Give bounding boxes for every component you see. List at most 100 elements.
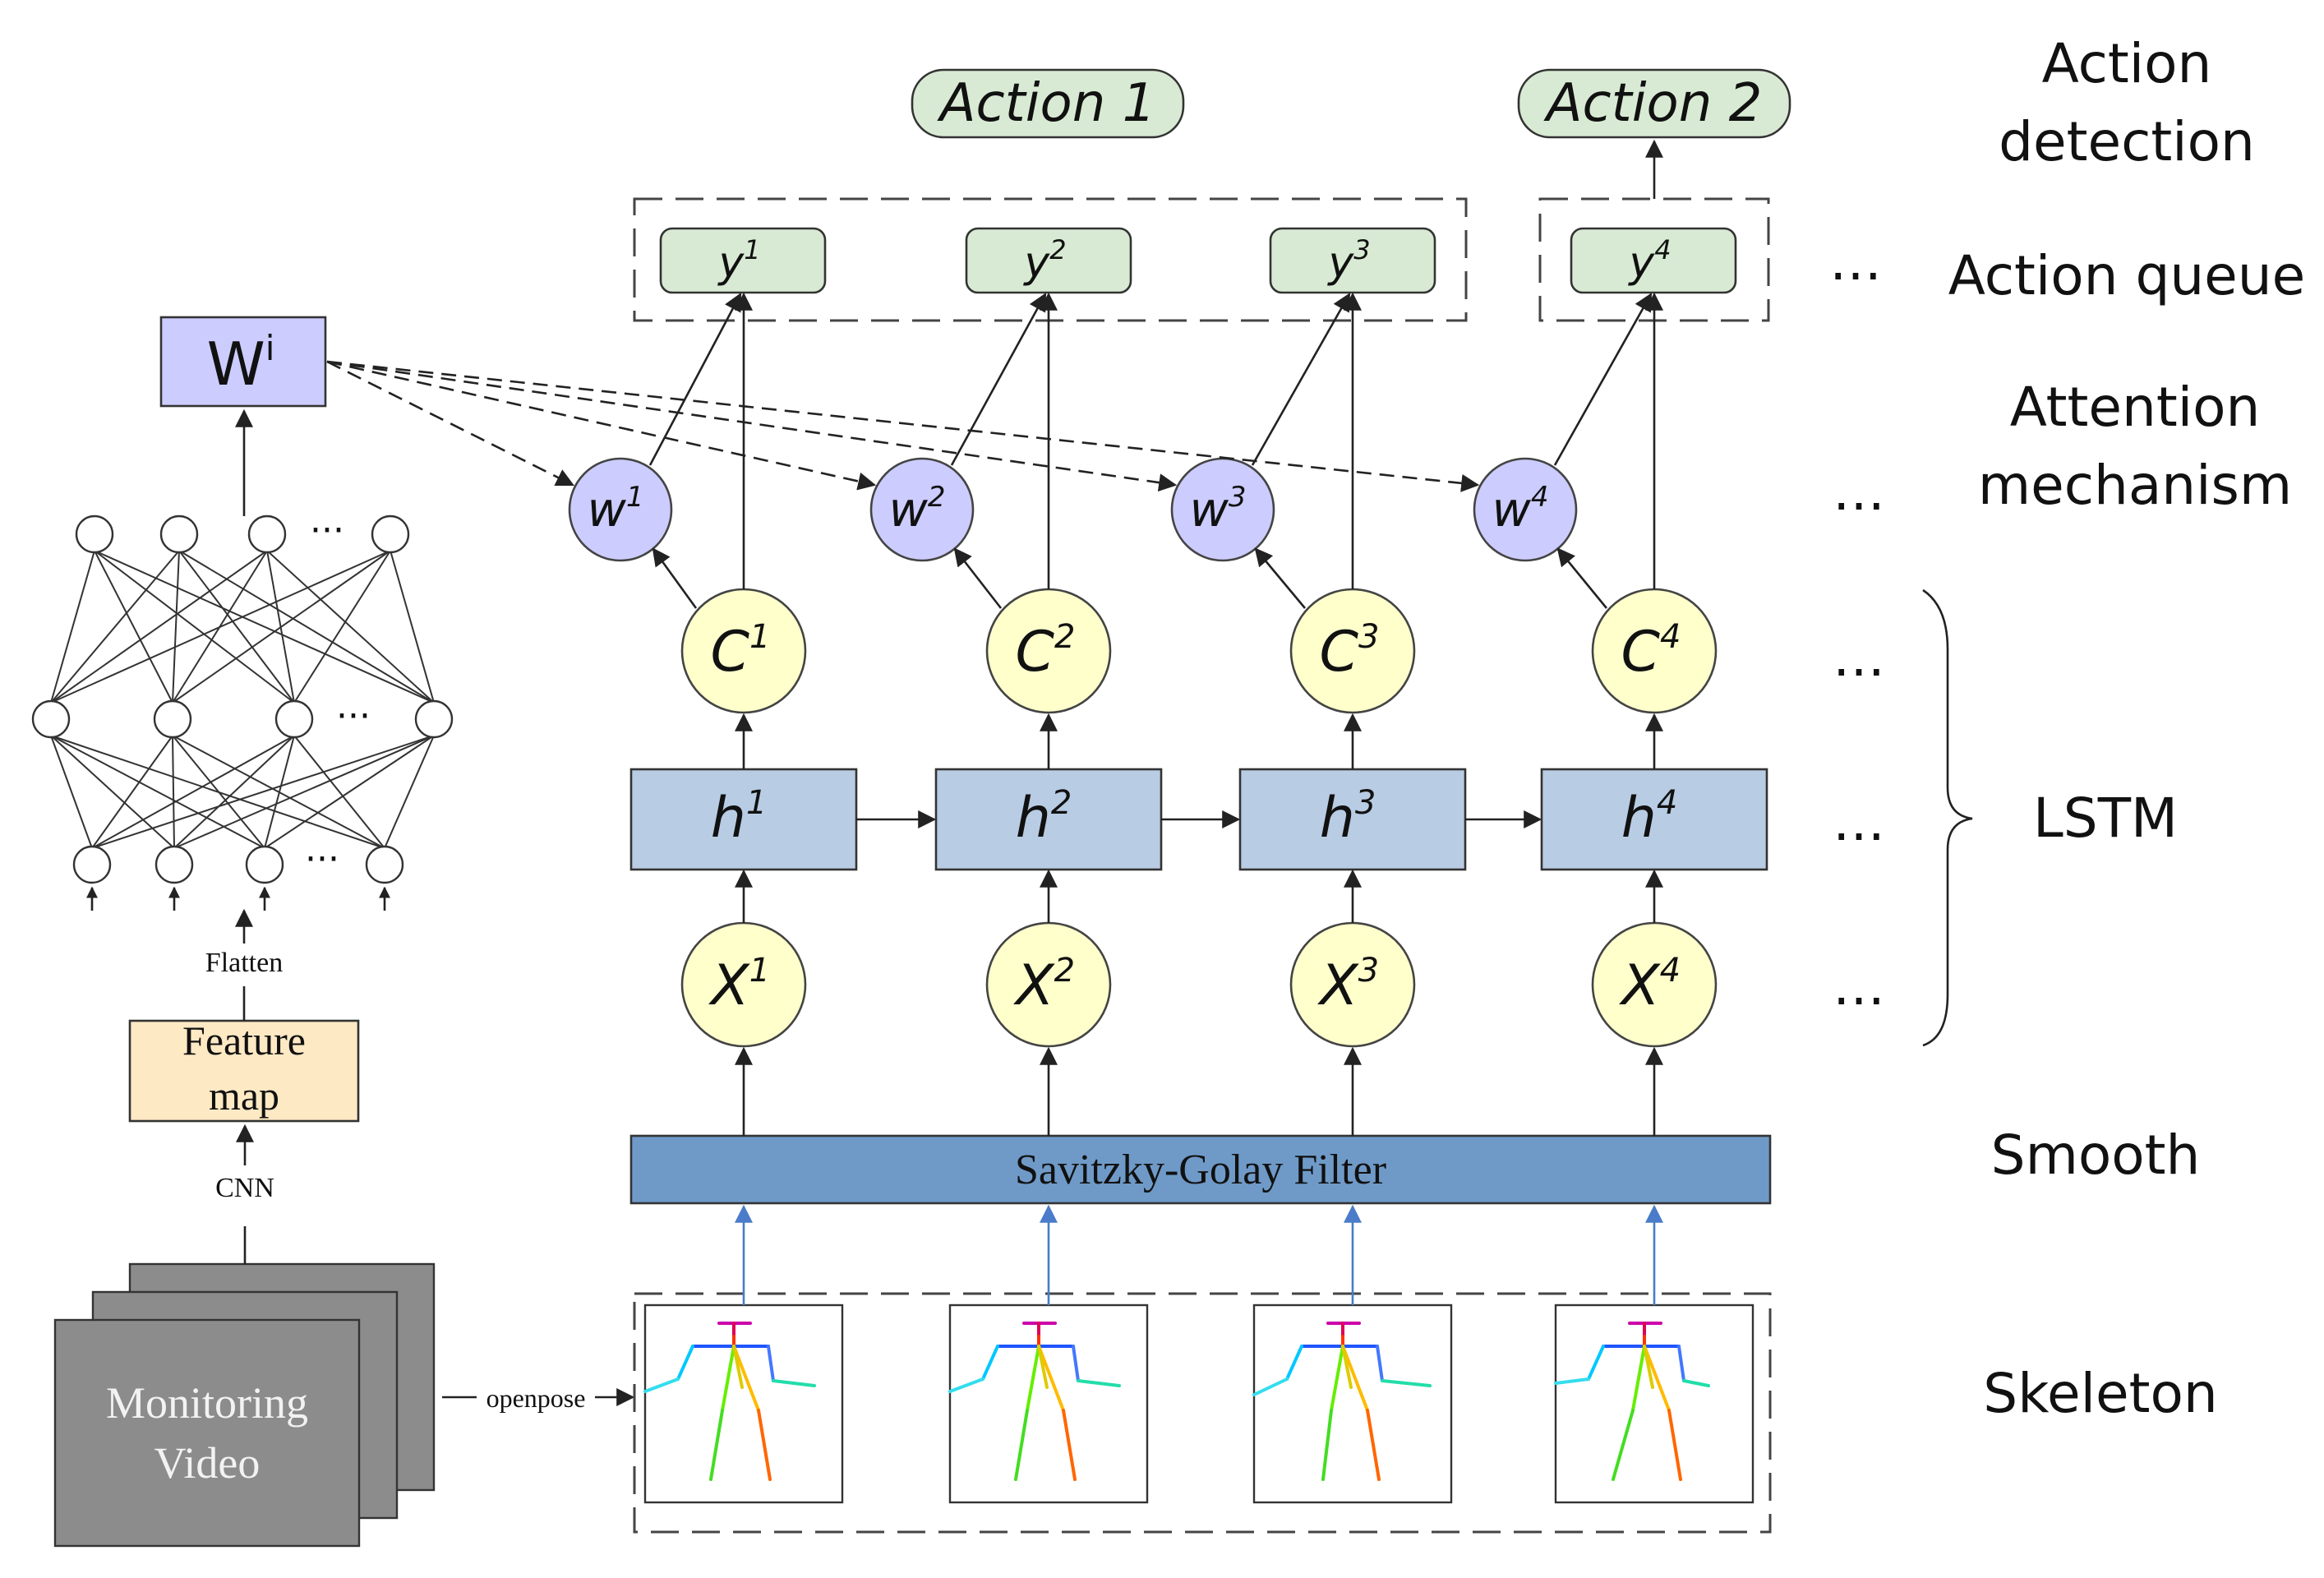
c-label-3: C3	[1320, 618, 1380, 685]
y-label-2: y2	[1022, 234, 1066, 288]
skeleton-limb	[1631, 1345, 1646, 1412]
ellipsis-h: …	[1833, 792, 1885, 853]
y-label-1: y1	[717, 234, 760, 288]
x-label-2-sup: 2	[1054, 952, 1075, 990]
ellipsis-attention: …	[1833, 462, 1885, 523]
label-action-queue: Action queue	[1948, 244, 2305, 307]
y-label-2-sup: 2	[1049, 234, 1066, 265]
monitoring-video-stack: Monitoring Video	[53, 1262, 436, 1548]
y-label-3: y3	[1326, 234, 1370, 288]
nn-edge	[390, 550, 435, 704]
c-label-3-base: C	[1320, 620, 1359, 685]
w-label-4-base: w	[1492, 482, 1531, 538]
skeleton-limb	[1341, 1345, 1353, 1389]
nn-edge	[50, 550, 391, 704]
nn-edge	[94, 550, 435, 704]
skeleton-limb	[1072, 1345, 1080, 1382]
nn-node	[153, 699, 192, 739]
video-label-line1: Monitoring	[106, 1378, 308, 1428]
y-label-3-base: y	[1326, 238, 1354, 288]
skeleton-limb	[676, 1345, 694, 1381]
skeleton-limb	[732, 1345, 760, 1412]
nn-node	[75, 514, 114, 554]
skeleton-frame-3	[1252, 1303, 1453, 1504]
y-label-1-base: y	[717, 238, 745, 288]
label-lstm: LSTM	[2033, 787, 2178, 850]
nn-edge	[172, 550, 391, 704]
arrow-w-to-y	[1553, 293, 1653, 466]
attention-node-2	[869, 457, 975, 562]
ellipsis-x: …	[1833, 957, 1885, 1017]
nn-ellipsis-bottom: ···	[305, 838, 339, 880]
c-label-1: C1	[711, 618, 771, 685]
feature-map-line1: Feature	[182, 1017, 306, 1064]
action-queue-group-1	[633, 197, 1468, 322]
arrow-w-to-y	[1251, 293, 1351, 466]
attention-dashed-arrows	[326, 360, 1480, 492]
y-label-2-base: y	[1022, 238, 1050, 288]
skeleton-limb	[1062, 1409, 1077, 1481]
skeleton-figure-3	[1252, 1322, 1432, 1481]
skeleton-figure-4	[1554, 1322, 1710, 1481]
x-label-1: X1	[708, 952, 770, 1018]
arrow-c-to-w	[652, 547, 698, 609]
nn-edge	[50, 735, 93, 849]
skeleton-limb	[1643, 1345, 1671, 1412]
skeleton-limb	[1037, 1345, 1065, 1412]
nn-ellipsis-middle: ···	[336, 695, 371, 737]
filter-label: Savitzky-Golay Filter	[1015, 1147, 1386, 1193]
nn-edge	[91, 735, 435, 849]
nn-edge	[266, 550, 435, 704]
y-label-4-sup: 4	[1654, 234, 1671, 265]
c-label-4-sup: 4	[1660, 618, 1681, 656]
label-action-detection-line1: Action	[2042, 32, 2212, 95]
skeleton-limb	[1643, 1345, 1654, 1389]
h-label-3-base: h	[1320, 786, 1355, 851]
nn-edge	[173, 735, 435, 849]
nn-edge	[50, 550, 180, 704]
c-label-4: C4	[1621, 618, 1681, 685]
h-label-1-sup: 1	[746, 784, 767, 822]
x-label-4: X4	[1619, 952, 1681, 1018]
w-label-2: w2	[888, 481, 945, 538]
cnn-label: CNN	[215, 1173, 274, 1203]
nn-node	[31, 699, 71, 739]
skeleton-limb	[948, 1377, 984, 1393]
nn-node	[414, 699, 454, 739]
nn-node	[159, 514, 199, 554]
label-skeleton: Skeleton	[1983, 1362, 2217, 1425]
c-label-4-base: C	[1621, 620, 1661, 685]
c-label-1-base: C	[711, 620, 750, 685]
nn-node	[247, 514, 287, 554]
x-label-3-base: X	[1317, 953, 1359, 1018]
w-label-4: w4	[1492, 481, 1548, 538]
nn-edge	[293, 735, 385, 849]
y-label-1-sup: 1	[744, 234, 760, 265]
skeleton-limb	[1554, 1377, 1590, 1385]
nn-edge	[178, 550, 295, 704]
attention-node-1	[568, 457, 673, 562]
y-label-4-base: y	[1627, 238, 1655, 288]
w-label-2-sup: 2	[928, 481, 946, 514]
nn-edge	[172, 735, 175, 849]
h-label-1: h1	[711, 784, 768, 851]
w-label-3-sup: 3	[1229, 481, 1247, 514]
h-box-3	[1238, 768, 1467, 871]
arrow-w-to-y	[950, 293, 1047, 466]
attention-arrow-3	[326, 360, 1178, 492]
skeleton-limb	[1366, 1409, 1381, 1481]
nn-edge	[178, 550, 435, 704]
skeleton-group-frame	[633, 1292, 1772, 1534]
skeleton-frame-1	[643, 1303, 844, 1504]
h-box-4	[1540, 768, 1768, 871]
feature-map-line2: map	[209, 1073, 279, 1119]
nn-edge	[91, 735, 295, 849]
y-label-4: y4	[1627, 234, 1671, 288]
flatten-label: Flatten	[205, 948, 283, 978]
savitzky-golay-filter-bar: Savitzky-Golay Filter	[629, 1134, 1772, 1205]
h-label-2-base: h	[1016, 786, 1051, 851]
skeleton-limb	[1682, 1379, 1710, 1387]
